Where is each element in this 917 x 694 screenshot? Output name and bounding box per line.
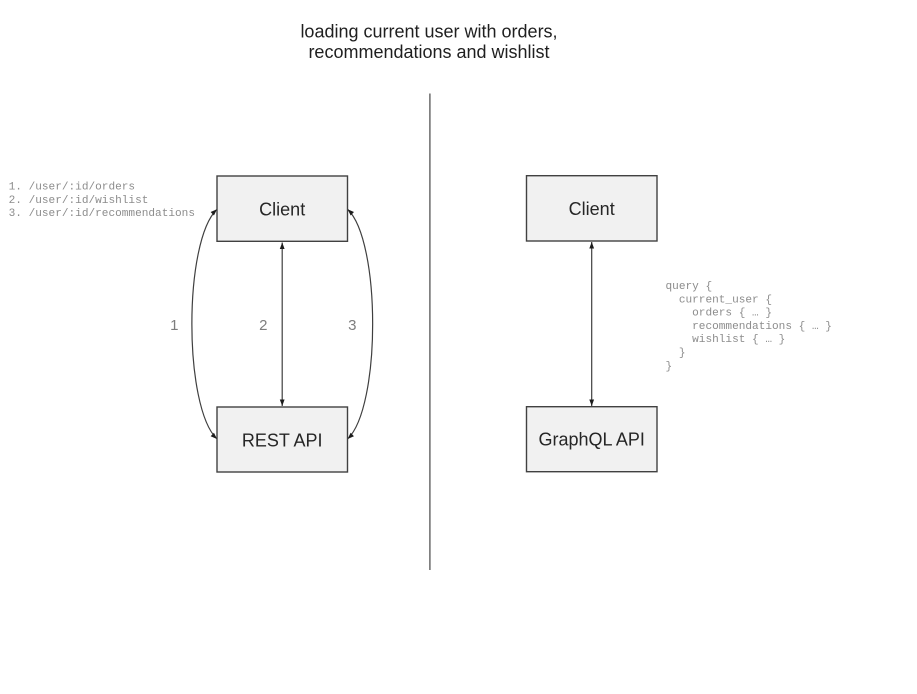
svg-text:REST API: REST API: [242, 430, 323, 450]
svg-text:wishlist { … }: wishlist { … }: [666, 334, 786, 346]
svg-text:1: 1: [170, 317, 178, 334]
svg-text:2. /user/:id/wishlist: 2. /user/:id/wishlist: [9, 195, 149, 207]
svg-text:Client: Client: [569, 199, 615, 219]
svg-text:Client: Client: [259, 199, 305, 219]
svg-text:}: }: [666, 348, 686, 360]
svg-text:recommendations and wishlist: recommendations and wishlist: [308, 42, 549, 62]
svg-text:}: }: [666, 361, 673, 373]
svg-text:GraphQL API: GraphQL API: [538, 430, 644, 450]
svg-text:2: 2: [259, 317, 267, 334]
svg-text:recommendations { … }: recommendations { … }: [666, 321, 832, 333]
svg-text:loading current user with orde: loading current user with orders,: [300, 22, 557, 42]
svg-text:current_user {: current_user {: [666, 294, 773, 306]
svg-text:3: 3: [348, 317, 356, 334]
svg-text:orders { … }: orders { … }: [666, 308, 773, 320]
svg-text:3. /user/:id/recommendations: 3. /user/:id/recommendations: [9, 208, 195, 220]
svg-text:query {: query {: [666, 281, 713, 293]
svg-text:1. /user/:id/orders: 1. /user/:id/orders: [9, 182, 136, 194]
